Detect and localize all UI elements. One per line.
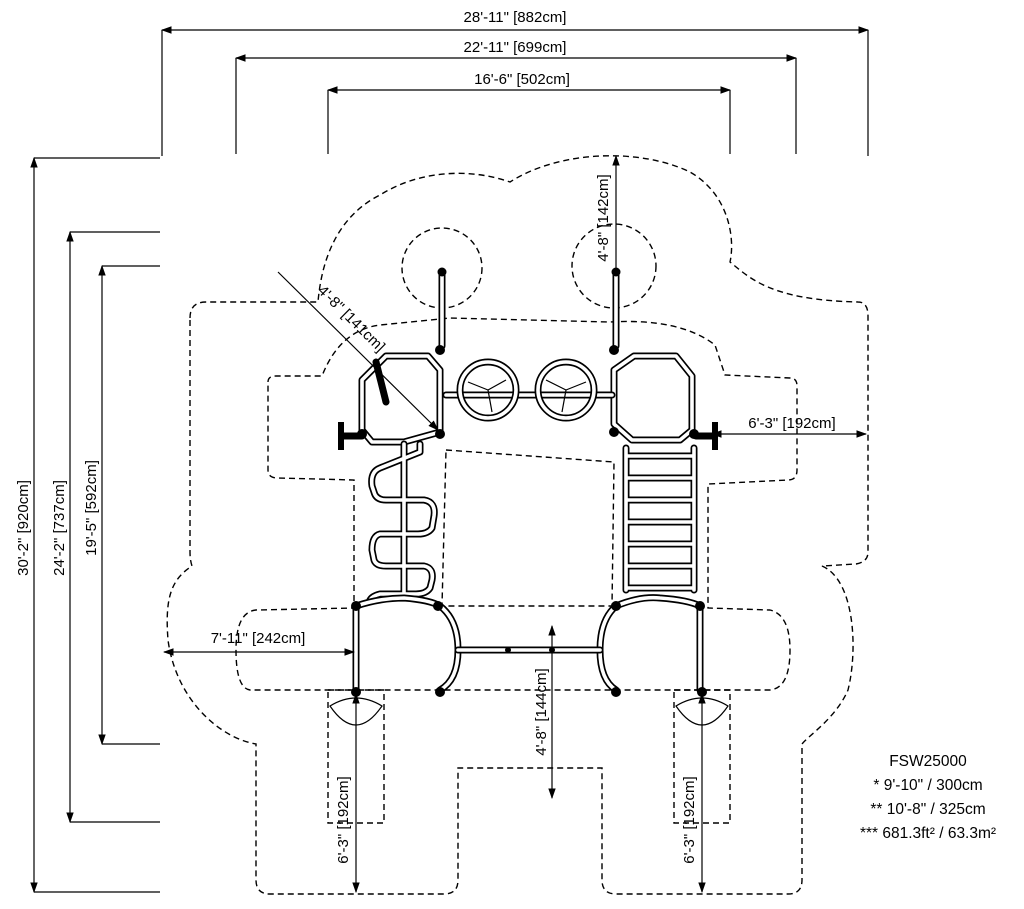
bottom-right-clearance-label: 6'-3" [192cm]	[681, 776, 698, 863]
center-clearance-label: 4'-8" [144cm]	[533, 668, 550, 755]
mid-height-label: 24'-2" [737cm]	[51, 480, 68, 576]
bottom-left-clearance-label: 6'-3" [192cm]	[335, 776, 352, 863]
central-zone	[235, 317, 798, 691]
mid-width-label: 22'-11" [699cm]	[464, 39, 567, 56]
equipment	[329, 267, 729, 726]
inner-cutout	[441, 449, 615, 607]
spec-legend: FSW25000 * 9'-10" / 300cm ** 10'-8" / 32…	[860, 753, 996, 842]
outer-safety-zone	[166, 155, 869, 895]
dimension-lines	[30, 26, 870, 894]
legend-line-3: *** 681.3ft² / 63.3m²	[860, 825, 996, 842]
inner-width-label: 16'-6" [502cm]	[474, 71, 570, 88]
overall-height-label: 30'-2" [920cm]	[15, 480, 32, 576]
model-number: FSW25000	[889, 753, 967, 770]
bottom-right-swing-zone	[673, 689, 731, 824]
overall-width-label: 28'-11" [882cm]	[464, 9, 567, 26]
inner-height-label: 19'-5" [592cm]	[83, 460, 100, 556]
right-clearance-label: 6'-3" [192cm]	[748, 415, 835, 432]
legend-line-1: * 9'-10" / 300cm	[873, 777, 982, 794]
top-clearance-label: 4'-8" [142cm]	[595, 174, 612, 261]
bottom-left-swing-zone	[327, 689, 385, 824]
legend-line-2: ** 10'-8" / 325cm	[870, 801, 985, 818]
left-clearance-label: 7'-11" [242cm]	[211, 630, 306, 647]
